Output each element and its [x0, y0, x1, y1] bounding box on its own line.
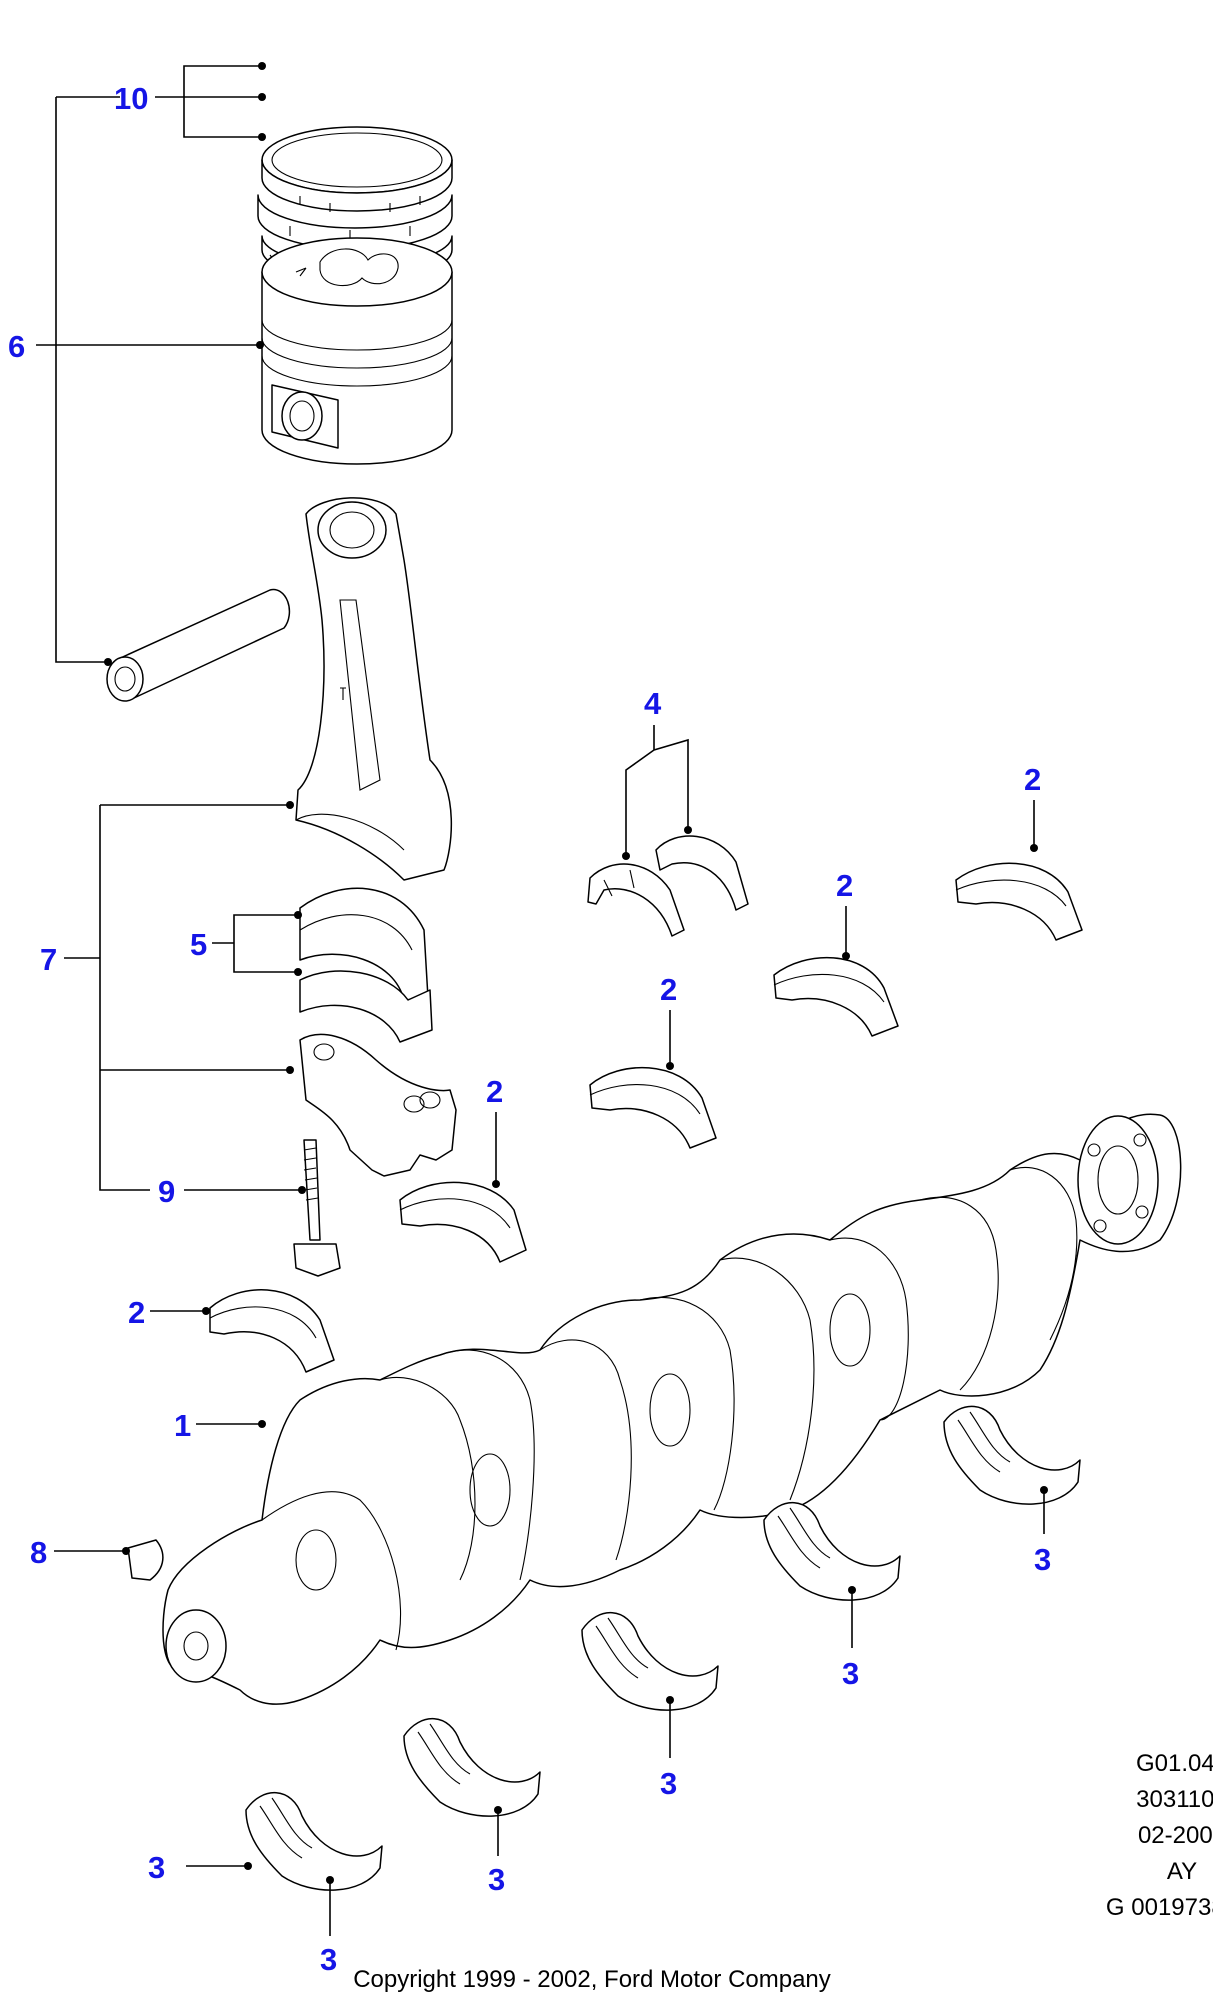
- callout-2-c[interactable]: 2: [660, 972, 677, 1007]
- main-bearing-lower-a: [943, 1405, 1081, 1505]
- callout-6[interactable]: 6: [8, 329, 25, 364]
- leader-lines: [36, 62, 1048, 1936]
- connecting-rod-cap: [299, 1033, 457, 1177]
- callout-1[interactable]: 1: [174, 1408, 191, 1443]
- callout-5[interactable]: 5: [190, 927, 207, 962]
- main-bearing-lower-c: [581, 1612, 719, 1711]
- piston: [261, 237, 453, 465]
- callout-labels: 10 6 4 2 2 7 5 2 2 9 2 1 8 3 3 3 3 3 3: [8, 81, 1051, 1977]
- connecting-rod: [295, 497, 453, 881]
- callout-10[interactable]: 10: [114, 81, 148, 116]
- callout-3-e[interactable]: 3: [148, 1850, 165, 1885]
- callout-2-d[interactable]: 2: [486, 1074, 503, 1109]
- main-bearing-upper-c: [589, 1066, 717, 1149]
- callout-3-b[interactable]: 3: [842, 1656, 859, 1691]
- con-rod-bearing-lower: [299, 970, 433, 1043]
- thrust-washer-a: [587, 863, 685, 937]
- main-bearing-lower-d: [403, 1718, 541, 1817]
- woodruff-key: [127, 1539, 164, 1581]
- callout-4[interactable]: 4: [644, 686, 662, 721]
- crankshaft: [162, 1113, 1182, 1705]
- callout-3-f[interactable]: 3: [320, 1942, 337, 1977]
- callout-2-e[interactable]: 2: [128, 1295, 145, 1330]
- callout-7[interactable]: 7: [40, 942, 57, 977]
- reference-block: G01.040 3031105 02-2003 AY G 0019738 03: [1106, 1750, 1213, 1921]
- con-rod-bolt: [293, 1139, 341, 1277]
- piston-pin: [106, 588, 291, 702]
- callout-3-a[interactable]: 3: [1034, 1542, 1051, 1577]
- callout-3-c[interactable]: 3: [660, 1766, 677, 1801]
- copyright-notice: Copyright 1999 - 2002, Ford Motor Compan…: [353, 1966, 831, 1993]
- reference-line-5: G 0019738 03: [1106, 1894, 1213, 1921]
- callout-8[interactable]: 8: [30, 1535, 47, 1570]
- reference-line-2: 3031105: [1136, 1786, 1213, 1813]
- main-bearing-upper-b: [399, 1181, 527, 1263]
- callout-2-b[interactable]: 2: [836, 868, 853, 903]
- main-bearing-lower-e: [245, 1792, 383, 1891]
- callout-9[interactable]: 9: [158, 1174, 175, 1209]
- reference-line-1: G01.040: [1136, 1750, 1213, 1777]
- reference-line-4: AY: [1167, 1858, 1197, 1885]
- callout-2-a[interactable]: 2: [1024, 762, 1041, 797]
- thrust-washer-b: [655, 835, 749, 911]
- main-bearing-upper-a: [209, 1289, 335, 1373]
- main-bearing-lower-b: [763, 1502, 901, 1601]
- reference-line-3: 02-2003: [1138, 1822, 1213, 1849]
- main-bearing-upper-d: [773, 956, 899, 1037]
- callout-3-d[interactable]: 3: [488, 1862, 505, 1897]
- main-bearing-upper-e: [955, 862, 1083, 941]
